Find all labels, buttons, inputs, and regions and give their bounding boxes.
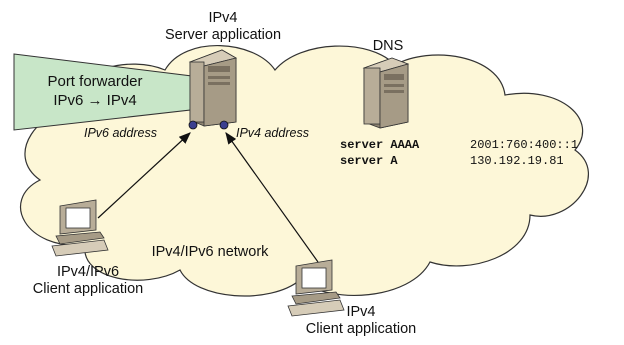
dns-record-aaaa-value: 2001:760:400::1: [470, 138, 579, 152]
server-title: IPv4 Server application: [148, 10, 298, 44]
ipv4-port-dot: [219, 120, 229, 130]
server-title-line2: Server application: [164, 27, 282, 43]
port-forwarder-label: Port forwarder IPv6 → IPv4: [20, 72, 170, 110]
dns-title: DNS: [372, 38, 404, 54]
dns-server-icon: [362, 57, 410, 129]
dual-stack-client-line2: Client application: [32, 281, 144, 297]
ipv6-connection-arrow: [97, 132, 191, 219]
ipv4-address-label: IPv4 address: [236, 126, 309, 140]
dual-stack-client-label: IPv4/IPv6 Client application: [8, 264, 168, 298]
ipv4-client-line2: Client application: [305, 321, 417, 337]
dns-record-a-name: server A: [340, 154, 398, 168]
dual-stack-client-computer-icon: [51, 199, 109, 257]
ipv6-port-dot: [188, 120, 198, 130]
server-tower-icon: [188, 49, 238, 127]
dns-record-aaaa-name: server AAAA: [340, 138, 420, 152]
port-forwarder-line1: Port forwarder: [47, 73, 143, 90]
ipv6-address-label: IPv6 address: [84, 126, 157, 140]
dns-record-a-value: 130.192.19.81: [470, 154, 564, 168]
server-title-line1: IPv4: [208, 10, 238, 26]
network-label: IPv4/IPv6 network: [151, 244, 269, 260]
ipv4-client-line1: IPv4: [346, 304, 376, 320]
ipv4-client-label: IPv4 Client application: [286, 304, 436, 338]
port-forwarder-line2: IPv6 → IPv4: [53, 92, 137, 109]
ipv4-connection-arrow: [225, 132, 319, 263]
dual-stack-client-line1: IPv4/IPv6: [56, 264, 120, 280]
ipv4-client-computer-icon: [287, 259, 345, 317]
